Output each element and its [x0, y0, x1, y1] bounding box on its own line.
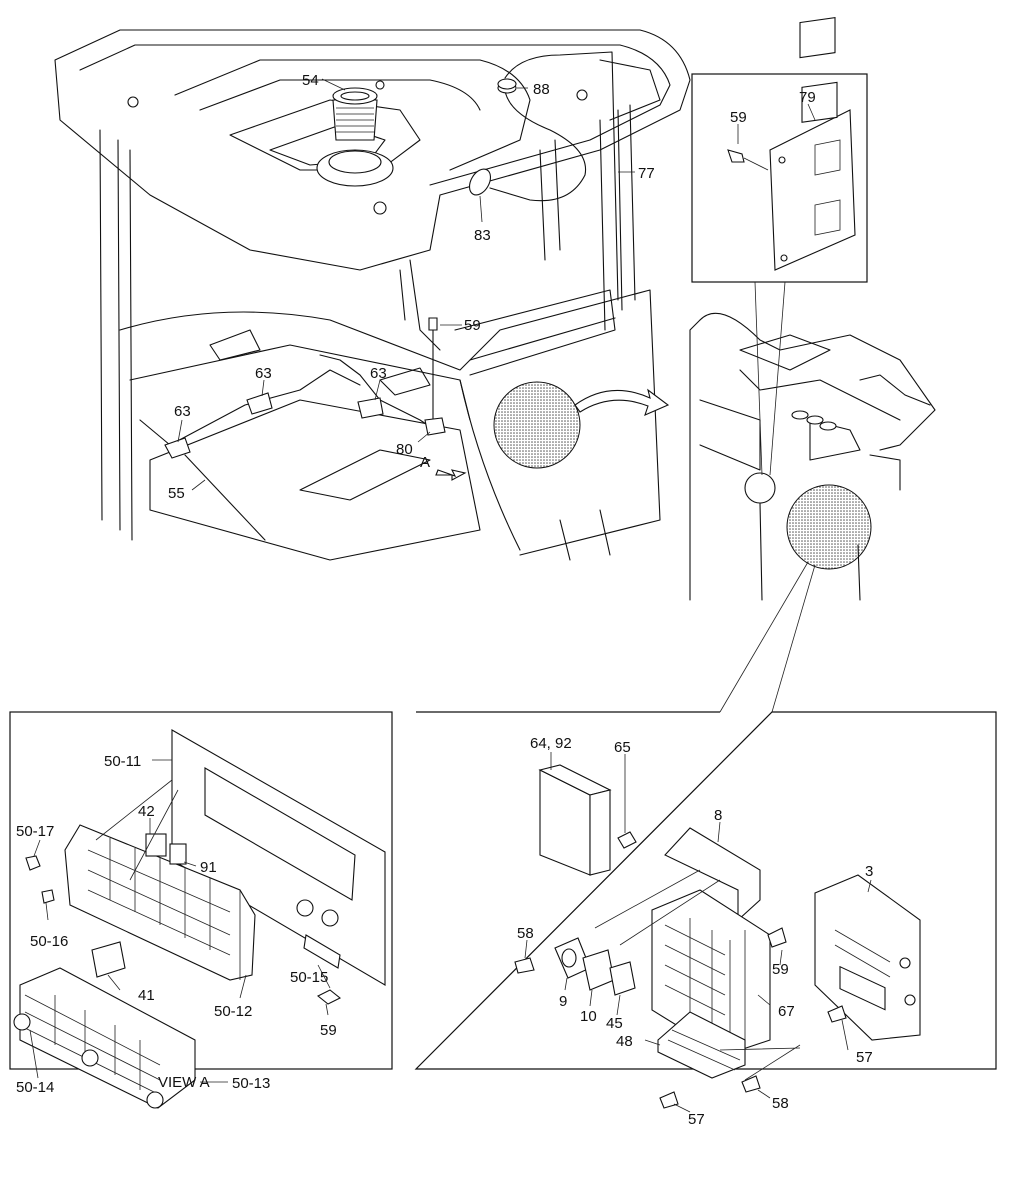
label-41: 41 [138, 987, 155, 1004]
label-59-inset: 59 [730, 109, 747, 126]
inset-79-box [691, 17, 868, 283]
cab-leaders [177, 78, 635, 491]
roof-bolt [127, 96, 139, 108]
controller-67 [651, 889, 771, 1056]
screw-65 [617, 831, 637, 849]
label-50-16: 50-16 [30, 933, 68, 950]
detail-leaders [524, 752, 872, 1113]
clip-80 [424, 417, 446, 436]
label-91: 91 [200, 859, 217, 876]
view-a-caption: VIEW A [158, 1074, 210, 1091]
bracket-8 [664, 827, 761, 922]
controller-location-circle [786, 484, 872, 570]
view-a-arrow [435, 469, 467, 481]
knob-50-14 [13, 1013, 31, 1031]
knob [81, 1049, 99, 1067]
connector-50-16 [41, 889, 55, 904]
roof-bolt [576, 89, 588, 101]
clip-63 [246, 392, 273, 415]
screw-59-right [767, 927, 787, 948]
label-10: 10 [580, 1008, 597, 1025]
relay-41 [91, 941, 126, 978]
label-63-b: 63 [370, 365, 387, 382]
screw-50-17 [25, 855, 41, 871]
label-50-11: 50-11 [104, 753, 141, 770]
label-83: 83 [474, 227, 491, 244]
label-63-a: 63 [255, 365, 272, 382]
label-63-c: 63 [174, 403, 191, 420]
relay-91 [169, 843, 187, 865]
module-48 [657, 1011, 746, 1079]
label-50-17: 50-17 [16, 823, 54, 840]
label-9: 9 [559, 993, 567, 1010]
label-50-14: 50-14 [16, 1079, 54, 1096]
relay-location-circle [744, 472, 776, 504]
view-a-box [9, 711, 393, 1109]
label-80: 80 [396, 441, 413, 458]
relay-bracket-79 [769, 109, 856, 271]
cab-assembly [54, 29, 691, 561]
label-view-arrow-a: A [420, 454, 430, 471]
detail-callout-circle [493, 381, 581, 469]
label-57-b: 57 [856, 1049, 873, 1066]
label-57-a: 57 [688, 1111, 705, 1128]
screw-57-b [827, 1005, 847, 1023]
detail-arrow [574, 388, 670, 416]
label-67: 67 [778, 1003, 795, 1020]
clip-63 [357, 397, 384, 419]
controller-detail-box [414, 711, 997, 1109]
label-59-cab: 59 [464, 317, 481, 334]
harness-55 [139, 369, 361, 446]
grommet-83 [468, 168, 492, 196]
label-58-a: 58 [517, 925, 534, 942]
screw-58-b [741, 1075, 761, 1093]
relay-42 [145, 833, 167, 857]
label-59-right: 59 [772, 961, 789, 978]
cover-3 [814, 874, 921, 1041]
label-64-92: 64, 92 [530, 735, 572, 752]
knob [146, 1091, 164, 1109]
label-58-b: 58 [772, 1095, 789, 1112]
label-59-viewa: 59 [320, 1022, 337, 1039]
screw-58-a [514, 957, 535, 974]
bolt-59 [428, 317, 438, 331]
label-50-12: 50-12 [214, 1003, 252, 1020]
label-88: 88 [533, 81, 550, 98]
label-48: 48 [616, 1033, 633, 1050]
label-50-15: 50-15 [290, 969, 328, 986]
dashboard-view [689, 281, 936, 713]
label-77: 77 [638, 165, 655, 182]
part-labels: 54 88 77 83 79 59 59 63 63 63 80 A 55 50… [16, 72, 873, 1128]
relay-10 [582, 949, 615, 991]
screw-59-viewa [316, 989, 342, 1005]
label-54: 54 [302, 72, 319, 89]
label-50-13: 50-13 [232, 1075, 270, 1092]
label-42: 42 [138, 803, 155, 820]
label-8: 8 [714, 807, 722, 824]
wire-77 [504, 51, 619, 301]
roof-bolt [373, 201, 387, 215]
label-45: 45 [606, 1015, 623, 1032]
relay-45 [609, 961, 636, 996]
roof-bolt [375, 80, 385, 90]
screw-57-a [659, 1091, 679, 1109]
label-65: 65 [614, 739, 631, 756]
clip-63 [164, 437, 191, 459]
label-3: 3 [865, 863, 873, 880]
label-79: 79 [799, 89, 816, 106]
bolt-59-inset [727, 149, 745, 163]
view-a-leaders [29, 759, 331, 1083]
label-55: 55 [168, 485, 185, 502]
